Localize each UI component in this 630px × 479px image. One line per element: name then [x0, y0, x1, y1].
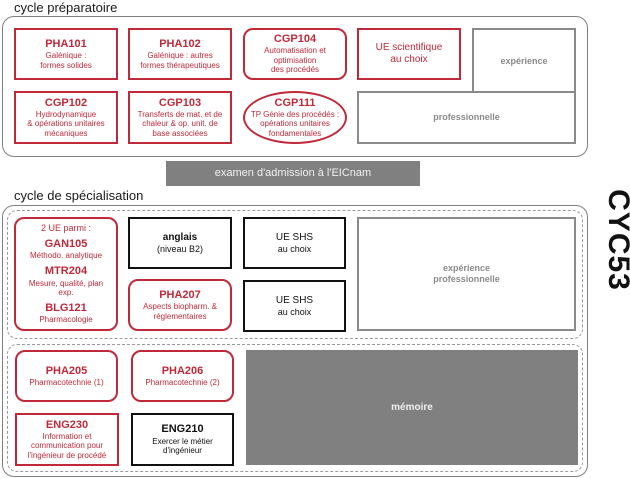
- course-code: PHA101: [45, 37, 87, 50]
- program-code-wrapper: CYC53: [563, 189, 630, 291]
- course-eng230[interactable]: ENG230 Information et communication pour…: [15, 413, 119, 466]
- course-code: PHA102: [159, 37, 201, 50]
- experience-professionnelle: expérience professionnelle: [357, 217, 576, 331]
- experience-pro-bottom: professionnelle: [357, 91, 576, 144]
- course-ue-shs-1[interactable]: UE SHS au choix: [243, 217, 346, 269]
- program-code: CYC53: [602, 189, 630, 291]
- course-pha101[interactable]: PHA101 Galénique : formes solides: [14, 28, 118, 80]
- course-cgp111[interactable]: CGP111 TP Génie des procédés : opération…: [243, 91, 347, 144]
- course-eng210[interactable]: ENG210 Exercer le métier d'ingénieur: [131, 413, 234, 466]
- course-cgp103[interactable]: CGP103 Transferts de mat. et de chaleur …: [128, 91, 232, 144]
- course-pha102[interactable]: PHA102 Galénique : autres formes thérape…: [128, 28, 232, 80]
- course-anglais[interactable]: anglais (niveau B2): [128, 217, 232, 269]
- course-code: CGP111: [274, 96, 316, 109]
- course-cgp104[interactable]: CGP104 Automatisation et optimisation de…: [243, 28, 347, 80]
- specialisation-cycle-title: cycle de spécialisation: [14, 188, 144, 203]
- course-ue-scientifique[interactable]: UE scientifique au choix: [357, 28, 461, 80]
- course-code: CGP102: [44, 96, 88, 109]
- course-pha205[interactable]: PHA205 Pharmacotechnie (1): [15, 350, 118, 402]
- preparatory-cycle-panel: [2, 16, 588, 157]
- semester-group-2: [7, 344, 583, 472]
- specialisation-cycle-panel: [2, 205, 588, 477]
- course-ue-shs-2[interactable]: UE SHS au choix: [243, 280, 346, 332]
- experience-pro-top: expérience: [472, 28, 576, 93]
- elective-choice-group[interactable]: 2 UE parmi : GAN105 Méthodo. analytique …: [14, 217, 118, 331]
- course-pha206[interactable]: PHA206 Pharmacotechnie (2): [131, 350, 234, 402]
- semester-group-1: [7, 210, 583, 339]
- course-cgp102[interactable]: CGP102 Hydrodynamique & opérations unita…: [14, 91, 118, 144]
- course-code: CGP103: [158, 96, 202, 109]
- memoire-block: mémoire: [246, 350, 578, 465]
- preparatory-cycle-title: cycle préparatoire: [14, 0, 118, 15]
- course-code: CGP104: [273, 33, 317, 46]
- course-pha207[interactable]: PHA207 Aspects biopharm. & réglementaire…: [128, 279, 232, 331]
- admission-exam-banner: examen d'admission à l'EICnam: [166, 161, 420, 186]
